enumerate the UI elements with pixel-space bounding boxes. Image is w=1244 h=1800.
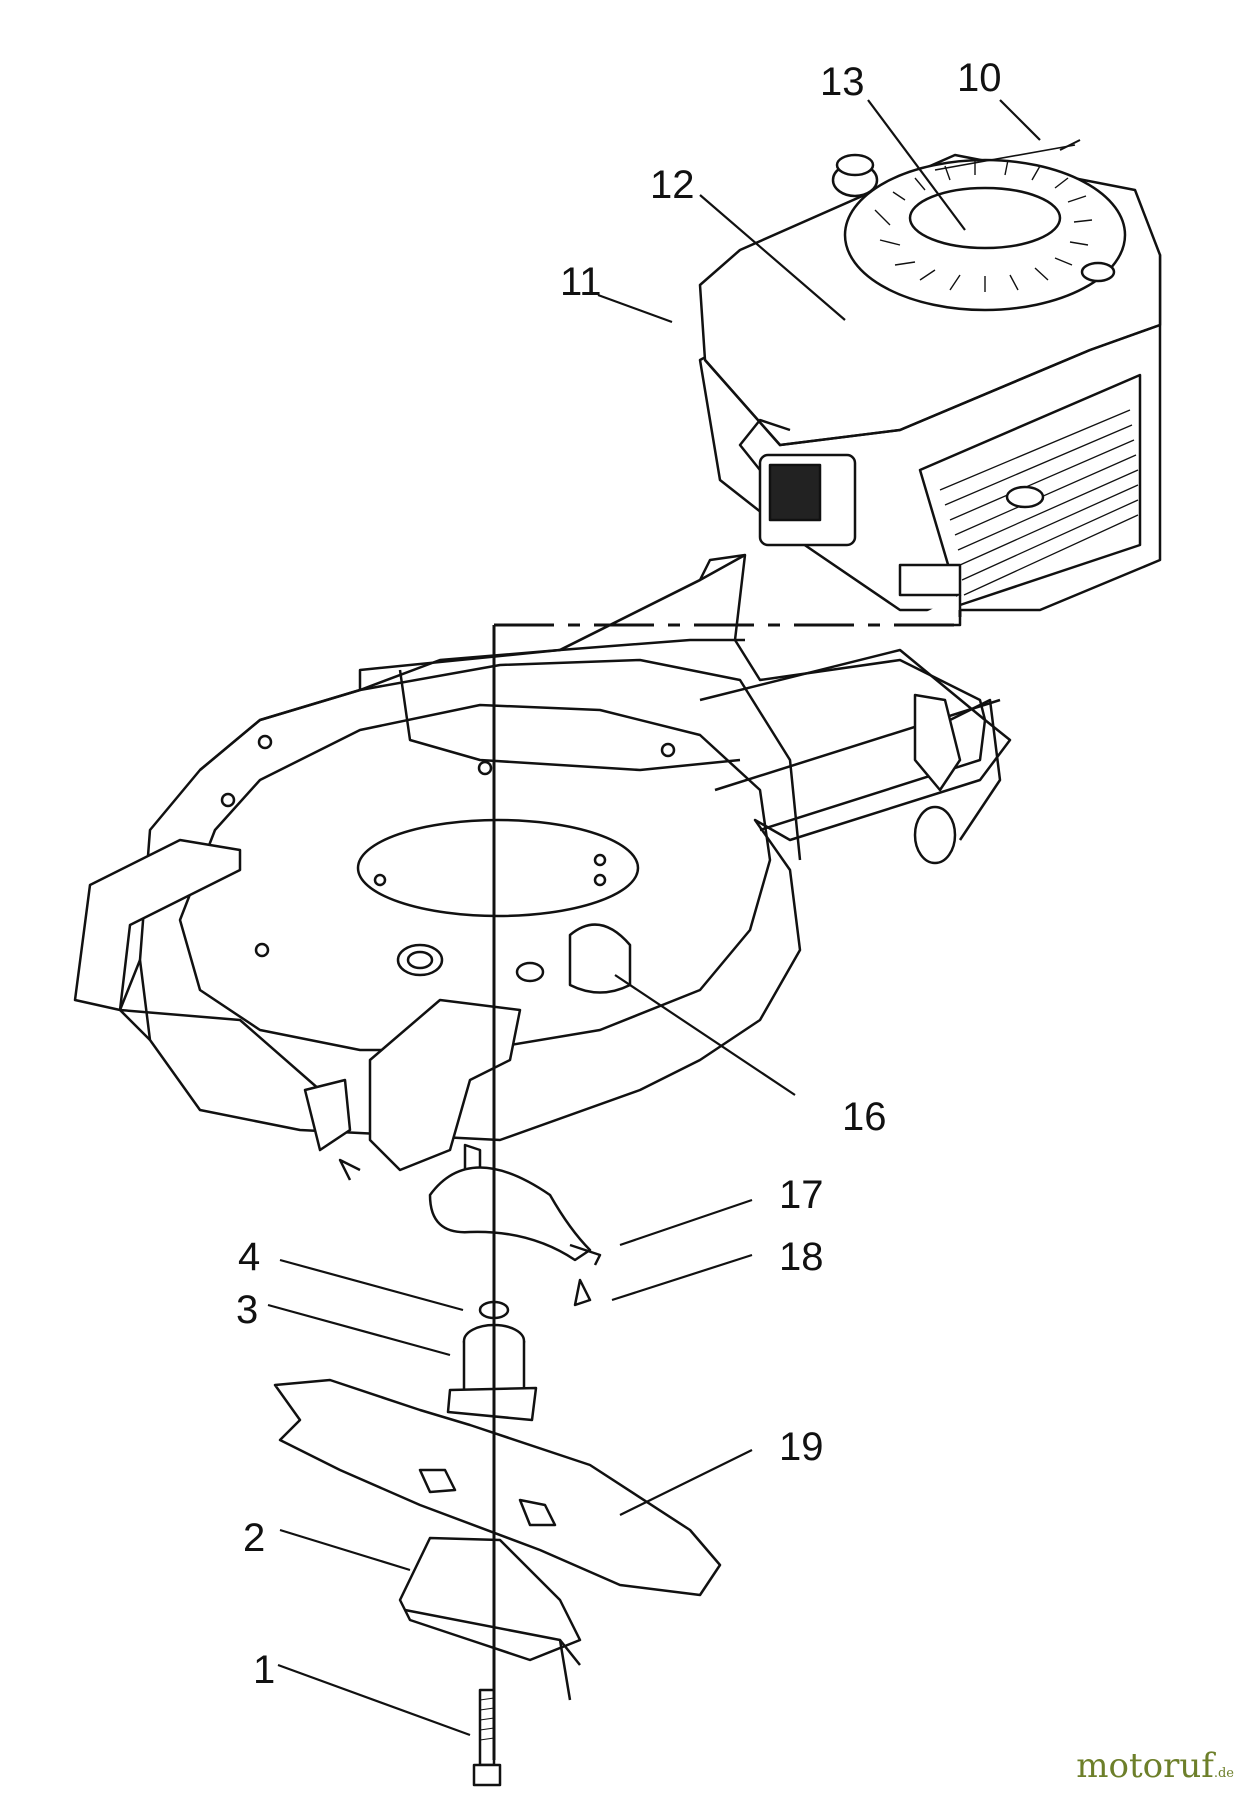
- mower-deck: [73, 553, 1012, 1181]
- callout-11: 11: [560, 260, 602, 304]
- watermark-suffix: .de: [1213, 1766, 1234, 1781]
- watermark-name: motoruf: [1076, 1746, 1214, 1786]
- front-bracket: [368, 998, 522, 1172]
- callout-10: 10: [957, 56, 1002, 100]
- leader-lines: [267, 99, 1041, 1737]
- callout-13: 13: [820, 60, 865, 104]
- blade-bolt: [478, 1688, 496, 1767]
- blade-plate: [398, 1536, 582, 1662]
- bracket-screw: [573, 1278, 592, 1307]
- callout-17: 17: [779, 1173, 824, 1217]
- spindle-opening: [356, 818, 640, 918]
- callout-12: 12: [650, 163, 695, 207]
- watermark-logo: motoruf.de: [1076, 1746, 1234, 1786]
- blade-brake-bracket: [428, 1166, 592, 1262]
- callout-19: 19: [779, 1425, 824, 1469]
- mower-blade: [273, 1378, 722, 1597]
- callout-16: 16: [842, 1095, 887, 1139]
- callout-3: 3: [236, 1288, 259, 1332]
- assembly-centerlines: [492, 610, 962, 1760]
- rear-bumper-left: [73, 838, 242, 1012]
- callout-18: 18: [779, 1235, 824, 1279]
- primer-knob: [1080, 261, 1116, 283]
- callout-1: 1: [253, 1648, 276, 1692]
- starter-cap: [908, 186, 1062, 250]
- engine: [698, 139, 1162, 627]
- throttle-cable: [934, 144, 1076, 171]
- mount-plate: [568, 923, 632, 994]
- callout-4: 4: [238, 1235, 261, 1279]
- callout-2: 2: [243, 1516, 266, 1560]
